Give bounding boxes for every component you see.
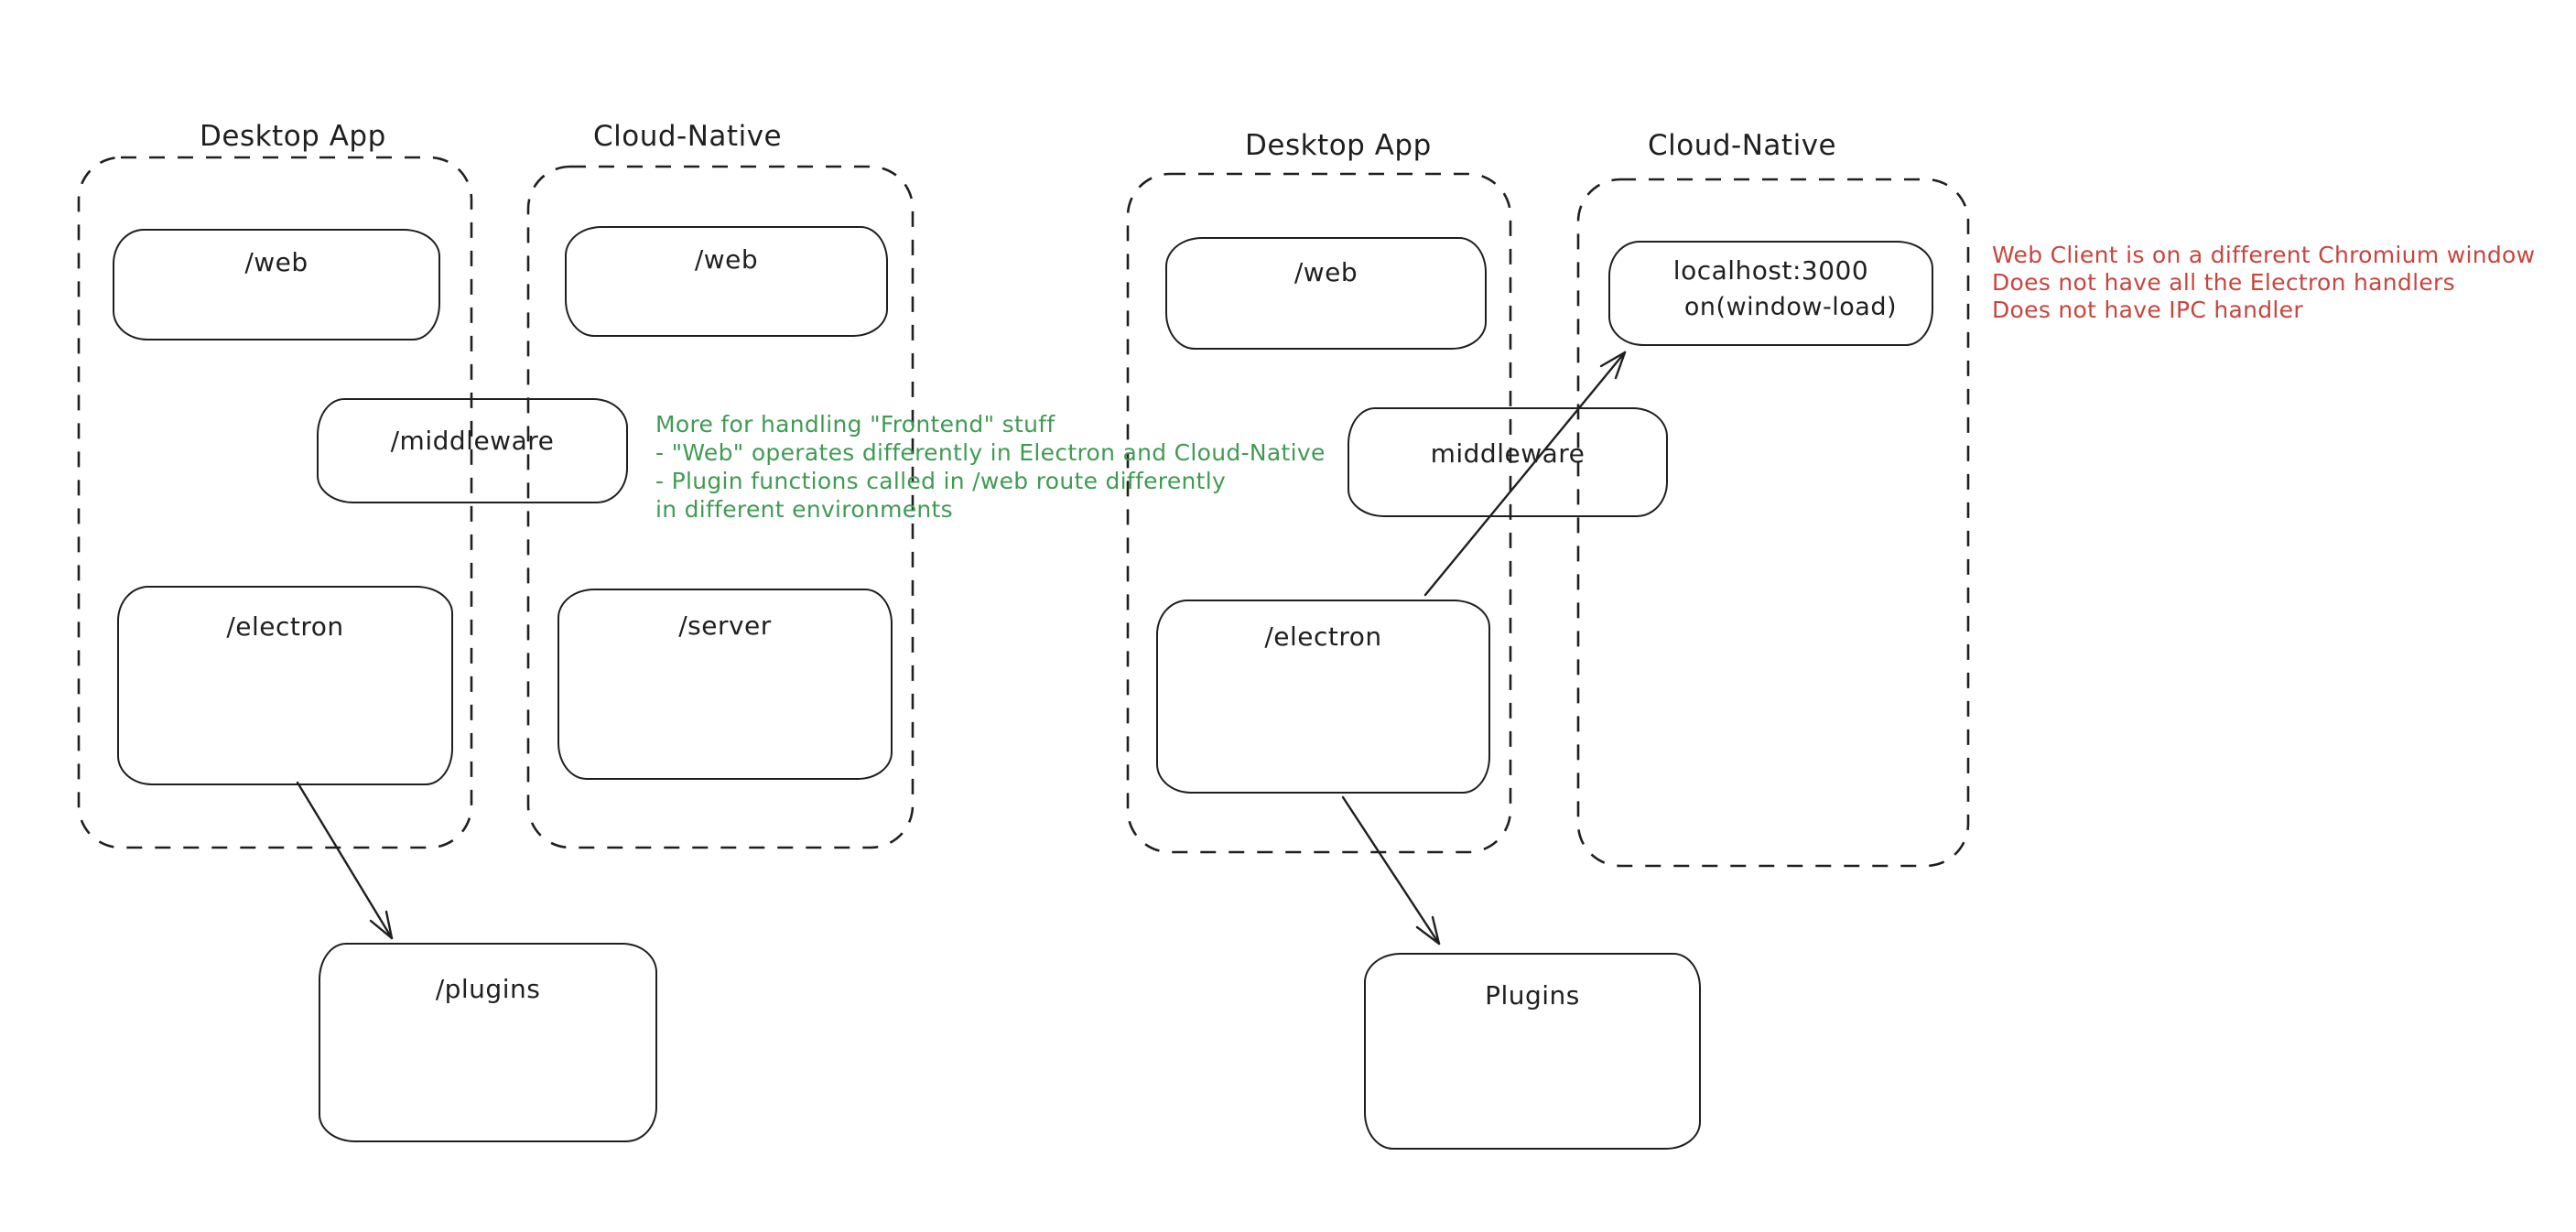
green-annotation-line-4: in different environments	[655, 496, 953, 523]
node-plugins-right: Plugins	[1364, 953, 1701, 1150]
node-middleware-right-label: middleware	[1430, 438, 1586, 469]
container-desktop-app-left	[77, 156, 473, 849]
node-localhost-3000-label: localhost:3000	[1672, 255, 1869, 286]
green-annotation-line-1: More for handling "Frontend" stuff	[655, 411, 1055, 438]
arrow-electron-to-localhost	[1423, 351, 1627, 597]
container-desktop-app-right	[1126, 172, 1512, 854]
right-desktop-app-label: Desktop App	[1245, 129, 1432, 162]
node-middleware-left: /middleware	[317, 398, 628, 503]
green-annotation-line-3: - Plugin functions called in /web route …	[655, 468, 1227, 494]
arrow-electron-to-plugins-right	[1341, 795, 1441, 946]
node-electron-left: /electron	[117, 586, 453, 785]
node-server: /server	[557, 589, 893, 780]
node-middleware-right: middleware	[1348, 407, 1668, 517]
red-annotation-line-3: Does not have IPC handler	[1992, 297, 2303, 323]
node-plugins-left-label: /plugins	[435, 974, 541, 1004]
node-plugins-right-label: Plugins	[1485, 980, 1580, 1010]
node-middleware-left-label: /middleware	[390, 426, 555, 456]
left-desktop-app-label: Desktop App	[200, 120, 386, 153]
green-annotation: More for handling "Frontend" stuff - "We…	[655, 410, 1326, 524]
green-annotation-line-2: - "Web" operates differently in Electron…	[655, 439, 1326, 466]
red-annotation-line-2: Does not have all the Electron handlers	[1992, 269, 2455, 296]
node-electron-right: /electron	[1156, 600, 1490, 794]
container-cloud-native-right	[1576, 178, 1970, 868]
container-cloud-native-left	[526, 165, 915, 849]
node-web-desktop-left-label: /web	[244, 247, 308, 277]
red-annotation-line-1: Web Client is on a different Chromium wi…	[1992, 242, 2536, 268]
node-server-label: /server	[678, 611, 772, 641]
node-web-right: /web	[1165, 237, 1487, 350]
node-plugins-left: /plugins	[319, 943, 657, 1142]
node-electron-right-label: /electron	[1264, 621, 1382, 652]
node-web-right-label: /web	[1293, 257, 1358, 287]
red-annotation: Web Client is on a different Chromium wi…	[1992, 242, 2535, 324]
right-cloud-native-label: Cloud-Native	[1648, 129, 1837, 162]
node-web-cloud-left-label: /web	[694, 244, 759, 275]
node-localhost-3000: localhost:3000 on(window-load)	[1608, 241, 1933, 346]
node-web-cloud-left: /web	[565, 226, 888, 337]
node-electron-left-label: /electron	[226, 611, 344, 642]
arrow-electron-to-plugins-left	[296, 781, 394, 940]
node-localhost-event-label: on(window-load)	[1683, 293, 1897, 321]
node-web-desktop-left: /web	[113, 229, 440, 340]
left-cloud-native-label: Cloud-Native	[593, 120, 783, 153]
